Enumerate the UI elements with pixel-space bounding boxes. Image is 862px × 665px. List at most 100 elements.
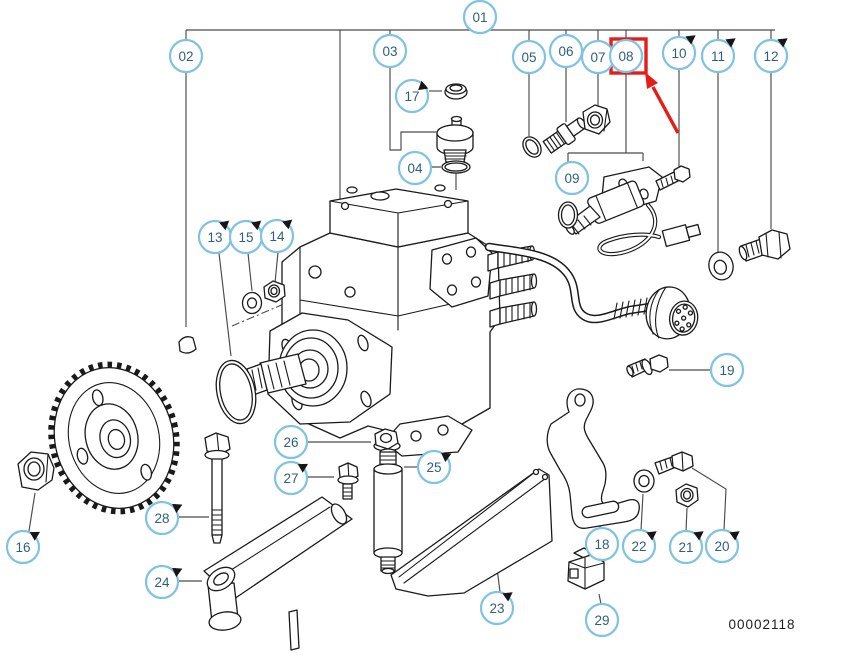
pointer-wedge: [441, 452, 452, 462]
callouts: 01 02 03 05 06 07 08 10 11 12 17 04 09 1…: [5, 0, 789, 638]
solenoid-valve-drawing: [565, 166, 702, 257]
callout-20[interactable]: 20: [704, 528, 740, 564]
flange-bolt-drawing: [337, 462, 359, 500]
flange-nut-drawing: [373, 428, 401, 452]
callout-12[interactable]: 12: [753, 38, 789, 74]
svg-text:24: 24: [154, 575, 170, 590]
pointer-wedge: [297, 463, 309, 473]
drawing-number: 00002118: [728, 617, 795, 632]
pointer-wedge: [777, 38, 788, 48]
callout-25[interactable]: 25: [416, 449, 452, 485]
o-ring-small-drawing: [557, 201, 579, 229]
callout-28[interactable]: 28: [144, 500, 180, 536]
pointer-wedges: [29, 35, 788, 602]
callout-21[interactable]: 21: [668, 529, 704, 565]
callout-14[interactable]: 14: [259, 218, 295, 254]
spacer-stud-drawing: [373, 448, 403, 575]
bolt-small-drawing: [655, 165, 691, 191]
callout-22[interactable]: 22: [621, 528, 657, 564]
callout-24[interactable]: 24: [144, 564, 180, 600]
washer-drawing: [241, 291, 263, 315]
callout-18[interactable]: 18: [584, 526, 620, 562]
callout-19[interactable]: 19: [709, 352, 745, 388]
svg-text:07: 07: [590, 50, 605, 65]
callout-07[interactable]: 07: [580, 39, 616, 75]
svg-text:27: 27: [283, 471, 298, 486]
hex-bolt-drawing: [738, 229, 791, 262]
pointer-wedge: [693, 531, 704, 541]
svg-text:03: 03: [382, 44, 397, 59]
svg-text:15: 15: [238, 230, 253, 245]
svg-text:04: 04: [407, 161, 423, 176]
callout-15[interactable]: 15: [228, 219, 264, 255]
callout-02[interactable]: 02: [168, 38, 204, 74]
svg-text:06: 06: [558, 44, 573, 59]
pointer-wedge: [251, 220, 262, 231]
nut-drawing: [263, 280, 286, 303]
o-ring-large-drawing: [215, 359, 257, 425]
support-plate-drawing: [390, 468, 553, 597]
svg-text:17: 17: [404, 89, 419, 104]
nut-drawing: [675, 483, 699, 508]
svg-text:12: 12: [763, 49, 778, 64]
pointer-wedge: [172, 503, 183, 513]
highlight-arrow: [651, 86, 680, 134]
long-bolt-drawing: [204, 432, 231, 544]
svg-text:29: 29: [594, 613, 609, 628]
callout-05[interactable]: 05: [511, 39, 547, 75]
cap-drawing: [444, 83, 468, 100]
callout-03[interactable]: 03: [372, 33, 408, 69]
svg-text:23: 23: [489, 601, 504, 616]
washer-drawing: [633, 469, 655, 493]
valve-drawing: [436, 115, 474, 174]
callout-27[interactable]: 27: [273, 460, 309, 496]
nut-drawing: [17, 451, 55, 491]
svg-text:28: 28: [154, 511, 169, 526]
callout-04[interactable]: 04: [397, 150, 433, 186]
pointer-wedge: [685, 35, 696, 45]
callout-09[interactable]: 09: [554, 160, 590, 196]
callout-10[interactable]: 10: [661, 35, 697, 71]
callout-23[interactable]: 23: [479, 590, 515, 626]
svg-text:01: 01: [472, 10, 487, 25]
washer-drawing: [708, 251, 734, 281]
pump-port: [489, 273, 538, 300]
callout-06[interactable]: 06: [548, 33, 584, 69]
pointer-wedge: [172, 567, 183, 577]
wiring-harness-connector-drawing: [484, 242, 699, 340]
pointer-wedge: [725, 38, 736, 48]
pointer-wedge: [502, 592, 513, 602]
bolt-washer-drawing: [626, 354, 669, 378]
sprocket-drawing: [48, 361, 180, 515]
svg-text:14: 14: [269, 229, 285, 244]
svg-text:13: 13: [207, 230, 222, 245]
svg-text:10: 10: [671, 46, 686, 61]
svg-text:26: 26: [283, 435, 298, 450]
svg-text:16: 16: [15, 540, 30, 555]
svg-text:02: 02: [178, 49, 193, 64]
callout-01[interactable]: 01: [462, 0, 498, 35]
callout-08[interactable]: 08: [608, 38, 644, 74]
svg-text:08: 08: [618, 49, 633, 64]
hex-bolt-drawing: [654, 451, 694, 475]
svg-text:22: 22: [631, 539, 646, 554]
callout-29[interactable]: 29: [584, 602, 620, 638]
pointer-wedge: [646, 531, 657, 541]
callout-26[interactable]: 26: [273, 424, 309, 460]
svg-text:20: 20: [714, 539, 729, 554]
callout-16[interactable]: 16: [5, 529, 41, 565]
pointer-wedge: [418, 80, 429, 91]
highlight-arrowhead: [645, 72, 658, 89]
svg-text:05: 05: [521, 50, 536, 65]
svg-text:11: 11: [711, 49, 725, 64]
svg-text:09: 09: [564, 171, 579, 186]
svg-text:19: 19: [719, 363, 734, 378]
union-fitting-drawing: [522, 104, 611, 158]
pointer-wedge: [29, 531, 41, 541]
svg-text:25: 25: [426, 460, 441, 475]
callout-11[interactable]: 11: [700, 38, 736, 74]
guide-rail-drawing: [203, 496, 353, 651]
svg-text:21: 21: [678, 540, 693, 555]
